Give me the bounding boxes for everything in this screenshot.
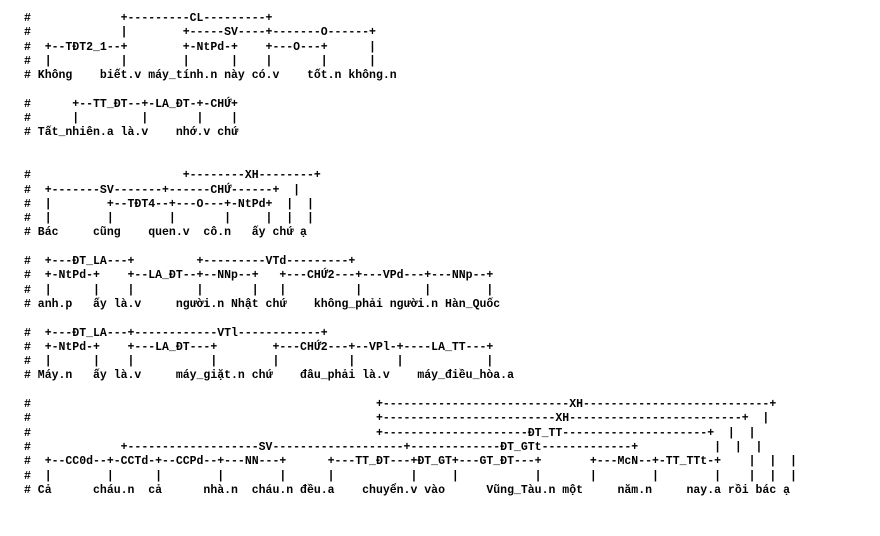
parse-line: # | +-----SV----+-------O------+ <box>24 26 376 40</box>
sentence-line: # Không biết.v máy_tính.n này có.v tốt.n… <box>24 69 397 83</box>
sentence-line: # anh.p ấy là.v người.n Nhật chứ không_p… <box>24 297 501 311</box>
blank-line <box>24 312 797 326</box>
blank-line <box>24 83 797 97</box>
parse-line: # +--------XH--------+ <box>24 169 321 183</box>
parse-line: # | +--TĐT4--+---O---+-NtPd+ | | <box>24 197 314 211</box>
parse-line: # +-------SV-------+------CHỨ------+ | <box>24 183 301 197</box>
parse-line: # | | | | | | | | | <box>24 283 494 297</box>
parse-line: # | | | | | | | | <box>24 355 494 369</box>
sentence-line: # Máy.n ấy là.v máy_giặt.n chứ đâu_phải … <box>24 369 514 383</box>
blank-line <box>24 384 797 398</box>
parse-line: # +---ĐT_LA---+ +---------VTd---------+ <box>24 255 356 269</box>
parse-line: # +-NtPd-+ +---LA_ĐT---+ +---CHỨ2---+--V… <box>24 340 494 354</box>
blank-line <box>24 241 797 255</box>
blank-line <box>24 155 797 169</box>
parse-line: # +-------------------------XH----------… <box>24 412 770 426</box>
parse-line: # +--TT_ĐT--+-LA_ĐT-+-CHỨ+ <box>24 97 238 111</box>
parse-line: # +-------------------SV----------------… <box>24 440 763 454</box>
link-grammar-parse-diagram: # +---------CL---------+# | +-----SV----… <box>24 12 797 498</box>
parse-line: # +---------CL---------+ <box>24 12 273 25</box>
parse-line: # | | | | | | | <box>24 212 314 226</box>
parse-line: # | | | | <box>24 112 238 126</box>
parse-line: # | | | | | | | <box>24 54 376 68</box>
parse-line: # +-NtPd-+ +--LA_ĐT--+--NNp--+ +---CHỨ2-… <box>24 269 494 283</box>
parse-line: # +---ĐT_LA---+------------VTl----------… <box>24 326 328 340</box>
parse-line: # +--TĐT2_1--+ +-NtPd-+ +---O---+ | <box>24 40 376 54</box>
sentence-line: # Bác cũng quen.v cô.n ấy chứ ạ <box>24 226 307 240</box>
parse-line: # | | | | | | | | | | | | | | | <box>24 469 797 483</box>
parse-line: # +---------------------ĐT_TT-----------… <box>24 426 756 440</box>
sentence-line: # Tất_nhiên.a là.v nhớ.v chứ <box>24 126 238 140</box>
parse-line: # +--CC0d--+-CCTd-+--CCPd--+---NN---+ +-… <box>24 455 797 469</box>
blank-line <box>24 141 797 155</box>
parse-line: # +---------------------------XH--------… <box>24 398 777 412</box>
sentence-line: # Cả cháu.n cả nhà.n cháu.n đều.a chuyển… <box>24 483 791 497</box>
